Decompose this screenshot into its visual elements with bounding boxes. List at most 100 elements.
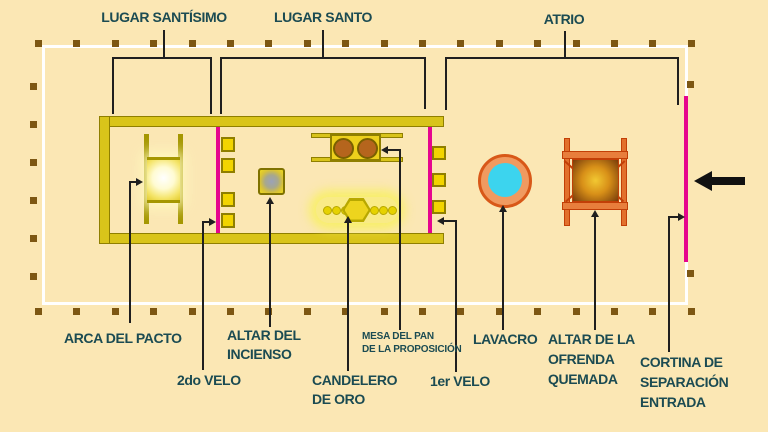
tabernacle-wall-left: [99, 116, 110, 244]
courtyard-post-dot: [30, 273, 37, 280]
courtyard-post-dot: [73, 40, 81, 47]
courtyard-post-dot: [30, 159, 37, 166]
courtyard-post-dot: [188, 308, 196, 315]
courtyard-post-dot: [572, 40, 580, 47]
label-arca-del-pacto: ARCA DEL PACTO: [64, 330, 182, 346]
bracket-santo-left: [220, 57, 222, 114]
courtyard-post-dot: [611, 308, 618, 315]
connector-mesa-arrowhead: [381, 146, 388, 154]
courtyard-post-dot: [150, 308, 158, 315]
burnt-altar-frame-bottom: [562, 202, 628, 210]
courtyard-post-dot: [188, 40, 196, 47]
courtyard-post-dot: [419, 40, 426, 47]
bracket-santisimo-right: [210, 57, 212, 114]
connector-arca: [129, 181, 131, 323]
incense-altar-icon: [258, 168, 285, 195]
connector-cortina: [668, 216, 679, 218]
courtyard-post-dot: [495, 40, 503, 47]
connector-incienso: [269, 203, 271, 327]
courtyard-post-dot: [534, 308, 542, 315]
courtyard-post-dot: [111, 40, 119, 47]
courtyard-post-dot: [457, 308, 465, 315]
lampstand-lamp-icon: [388, 206, 397, 215]
label-1er-velo: 1er VELO: [430, 373, 490, 389]
connector-ofrenda: [594, 216, 596, 330]
courtyard-post-dot: [30, 197, 37, 204]
veil2-pillar: [221, 137, 235, 152]
connector-cortina: [668, 216, 670, 352]
courtyard-post-dot: [35, 40, 42, 47]
courtyard-fence-right-lower: [685, 262, 688, 305]
bread-loaf-icon: [333, 138, 354, 159]
courtyard-post-dot: [35, 308, 42, 315]
courtyard-fence-right-upper: [685, 45, 688, 98]
courtyard-post-dot: [227, 40, 234, 47]
veil2-pillar: [221, 213, 235, 228]
burnt-altar-pole-right: [621, 138, 627, 226]
courtyard-post-dot: [380, 308, 388, 315]
veil1-pillar: [432, 146, 446, 160]
laver-water-icon: [488, 163, 522, 197]
bracket-tick-atrio: [564, 31, 566, 57]
ark-glow-icon: [147, 157, 180, 203]
connector-velo2: [202, 221, 204, 370]
courtyard-post-dot: [73, 308, 81, 315]
first-veil: [428, 127, 432, 233]
burnt-altar-pole-left: [564, 138, 570, 226]
burnt-altar-frame-top: [562, 151, 628, 159]
bracket-tick-santisimo: [163, 30, 165, 57]
courtyard-post-dot: [30, 121, 37, 128]
courtyard-post-dot: [303, 308, 311, 315]
connector-velo1-arrowhead: [437, 217, 444, 225]
label-2do-velo: 2do VELO: [177, 372, 241, 388]
veil2-pillar: [221, 158, 235, 173]
courtyard-post-dot: [457, 40, 465, 47]
connector-velo1: [455, 220, 457, 372]
lampstand-lamp-icon: [379, 206, 388, 215]
section-title-lugar-santo: LUGAR SANTO: [273, 9, 373, 25]
entrance-arrow-head: [694, 171, 712, 191]
bread-loaf-icon: [357, 138, 378, 159]
courtyard-post-dot: [30, 235, 37, 242]
courtyard-post-dot: [495, 308, 503, 315]
ark-pole-right: [178, 134, 183, 224]
section-title-atrio: ATRIO: [543, 11, 585, 27]
label-lavacro: LAVACRO: [473, 331, 538, 347]
courtyard-post-dot: [687, 308, 695, 315]
connector-mesa: [399, 149, 401, 330]
connector-arca: [129, 181, 137, 183]
courtyard-fence-left: [42, 45, 45, 305]
connector-ofrenda-arrowhead: [591, 210, 599, 217]
courtyard-post-dot: [303, 40, 311, 47]
veil1-pillar: [432, 173, 446, 187]
connector-velo2: [202, 221, 210, 223]
connector-lavacro: [502, 211, 504, 330]
entrance-curtain: [684, 96, 688, 262]
bracket-santisimo-left: [112, 57, 114, 114]
courtyard-post-dot: [342, 40, 350, 47]
courtyard-post-dot: [687, 270, 694, 277]
bracket-santisimo: [112, 57, 212, 59]
lampstand-lamp-icon: [370, 206, 379, 215]
lampstand-lamp-icon: [332, 206, 341, 215]
courtyard-post-dot: [649, 308, 657, 315]
connector-arca-arrowhead: [136, 178, 143, 186]
bracket-atrio-left: [445, 57, 447, 110]
connector-candelero-arrowhead: [344, 216, 352, 223]
bracket-atrio-right: [677, 57, 679, 105]
burnt-altar-fire-icon: [572, 159, 619, 202]
lampstand-lamp-icon: [323, 206, 332, 215]
courtyard-post-dot: [150, 40, 158, 47]
courtyard-post-dot: [534, 40, 542, 47]
connector-mesa: [387, 149, 400, 151]
tabernacle-wall-top: [99, 116, 444, 127]
veil2-pillar: [221, 192, 235, 207]
courtyard-post-dot: [687, 40, 695, 47]
courtyard-post-dot: [111, 308, 119, 315]
bracket-atrio: [445, 57, 679, 59]
